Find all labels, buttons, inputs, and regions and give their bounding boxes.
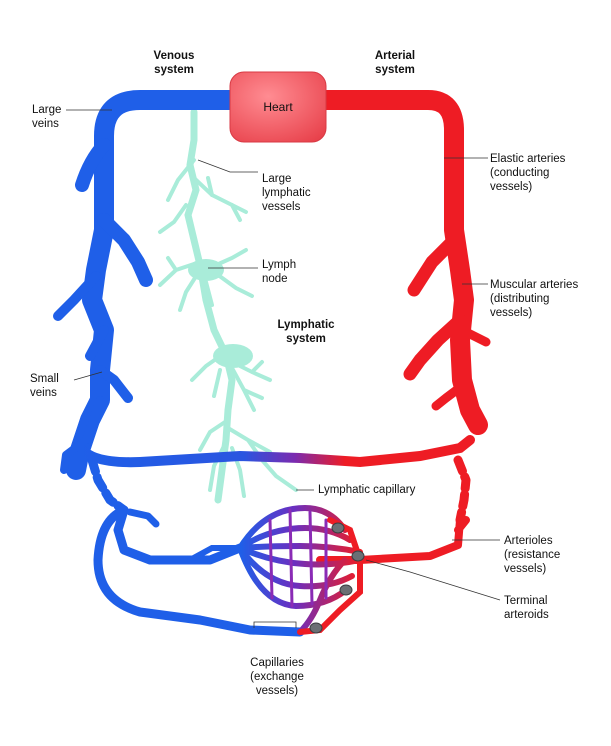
small-veins-label: Small veins <box>30 373 59 399</box>
large-veins-label: Large veins <box>32 104 62 130</box>
capillary-network <box>237 504 363 635</box>
leader-lines <box>66 109 501 628</box>
lymph-node-label: Lymph node <box>262 259 297 285</box>
arteriole-dashed <box>453 455 471 525</box>
vein-branch-mid <box>53 271 133 403</box>
arterioles-label: Arterioles (resistance vessels) <box>504 535 561 575</box>
sphincter-icon <box>351 550 365 562</box>
large-vein <box>66 90 246 480</box>
lymph-node-lower <box>213 344 253 368</box>
lymphatic-capillary-label: Lymphatic capillary <box>318 484 416 496</box>
sphincter-icon <box>331 522 345 534</box>
lymph-branches <box>158 158 298 498</box>
arterial-system-label: Arterial system <box>374 50 416 76</box>
heart-label: Heart <box>263 100 293 114</box>
heart-shape <box>229 71 327 143</box>
elastic-arteries-label: Elastic arteries (conducting vessels) <box>490 153 566 193</box>
connecting-vessel <box>75 435 475 468</box>
lymph-node-upper <box>188 259 224 281</box>
small-vein-loop <box>93 505 305 637</box>
capillaries-label: Capillaries (exchange vessels) <box>250 657 304 697</box>
arterial-system <box>310 90 491 564</box>
elastic-artery <box>310 90 488 435</box>
vein-branch-upper <box>75 138 153 287</box>
precapillary-sphincters <box>309 522 365 634</box>
artery-small-branch <box>431 325 491 411</box>
venous-system-label: Venous system <box>153 50 195 76</box>
muscular-arteries-label: Muscular arteries (distributing vessels) <box>490 279 579 319</box>
large-lymphatic-vessels-label: Large lymphatic vessels <box>262 173 311 213</box>
sphincter-icon <box>339 584 353 596</box>
muscular-artery-branches <box>403 233 467 381</box>
sphincter-icon <box>309 622 323 634</box>
large-lymphatic-vessel <box>184 108 236 504</box>
terminal-arteroids-label: Terminal arteroids <box>504 595 549 621</box>
capillary-cross-links <box>268 508 328 608</box>
venule <box>187 545 243 563</box>
capillary-bed <box>187 504 365 635</box>
lymphatic-system-label: Lymphatic system <box>277 319 335 345</box>
vein-short-branch <box>126 508 160 528</box>
lymphatic-system <box>158 108 298 504</box>
vein-dashed-segment <box>87 455 129 515</box>
